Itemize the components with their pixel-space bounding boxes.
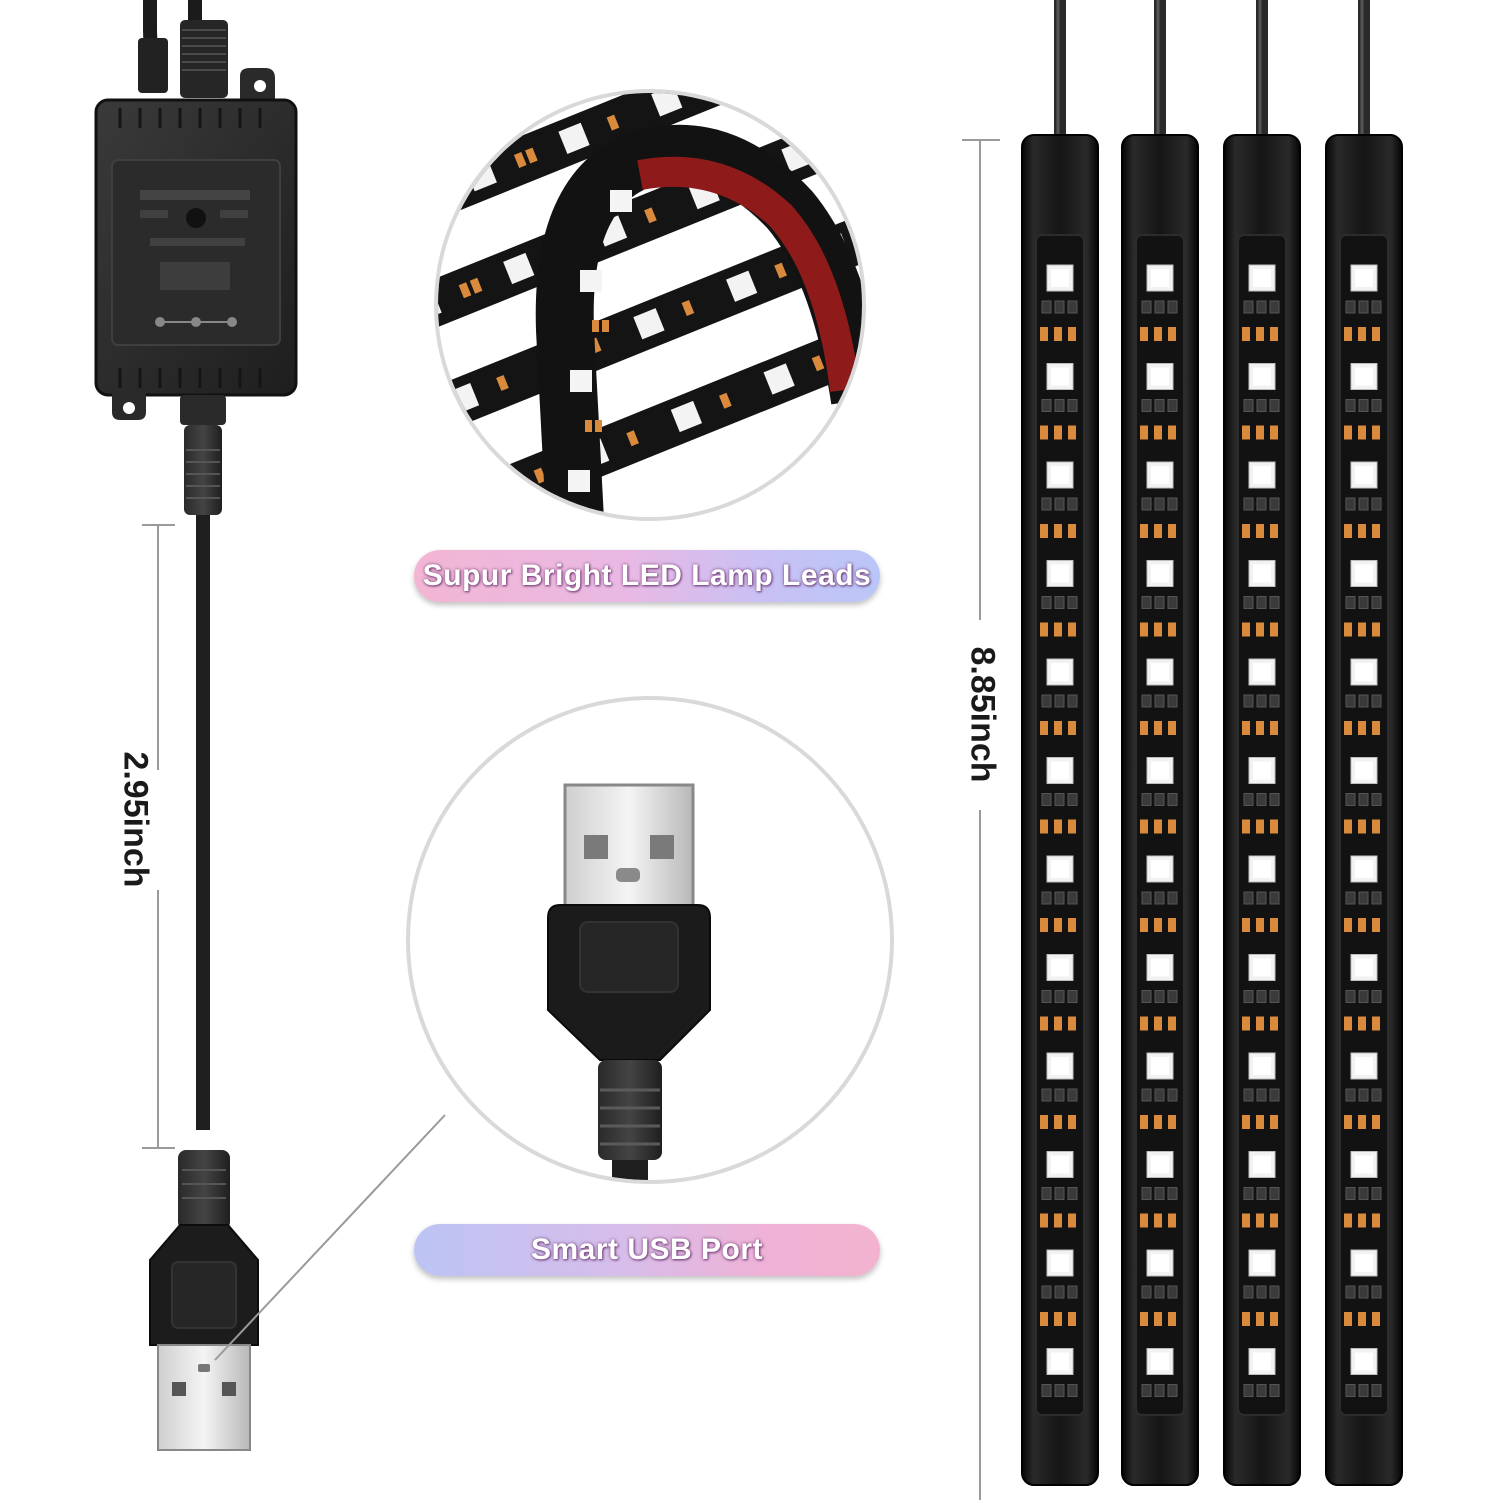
usb-port-caption: Smart USB Port [414, 1224, 880, 1276]
led-strip [1325, 0, 1403, 1486]
led-strip [1121, 0, 1199, 1486]
led-strip [1021, 0, 1099, 1486]
usb-metal-connector [157, 1344, 251, 1451]
cable-length-label: 2.95inch [116, 751, 155, 888]
strip-length-label: 8.85inch [963, 646, 1002, 783]
cable-length-dimension [142, 524, 175, 1149]
led-lamp-leads-caption: Supur Bright LED Lamp Leads [414, 550, 880, 602]
led-strip-closeup [434, 89, 866, 521]
led-strips [1021, 0, 1403, 1486]
strip-length-dimension [962, 139, 1000, 1500]
controller-assembly [94, 0, 446, 1451]
led-strip [1223, 0, 1301, 1486]
usb-port-closeup [406, 696, 894, 1184]
